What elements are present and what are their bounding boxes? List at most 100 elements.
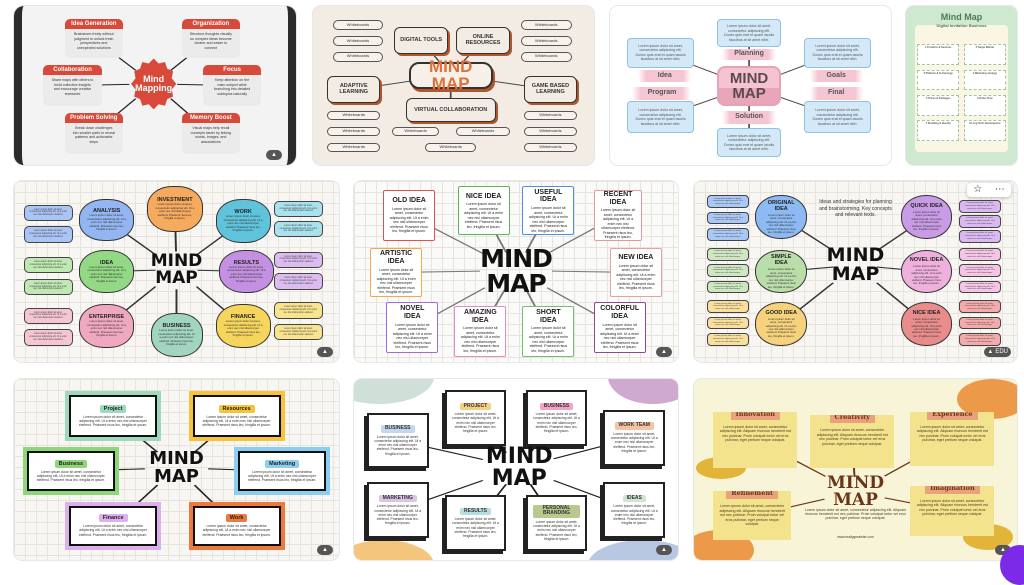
node-body: Lorem ipsum dolor sit amet, consectetur …	[916, 498, 988, 517]
node-body: Lorem ipsum dolor sit amet, consectetur …	[812, 108, 863, 126]
branch-pill: Lorem ipsum dolor sit amet, consectetur …	[274, 273, 323, 290]
node-title: Finance	[230, 314, 256, 321]
mind-map-node: IdeasLorem ipsum dolor sit amet, consect…	[603, 482, 666, 539]
branch-pill: Whiteboards	[327, 126, 381, 137]
branch-pill: Lorem ipsum dolor sit amet, consectetur …	[706, 300, 749, 314]
card-actions: ☆ ⋯	[967, 183, 1011, 197]
node-title: Novel Idea	[909, 257, 944, 263]
edu-label: EDU	[995, 349, 1008, 355]
branch-pill: Final	[809, 87, 863, 100]
branch-pill: Lorem ipsum dolor sit amet, consectetur …	[958, 316, 1001, 330]
node-title: Work	[225, 514, 248, 523]
mind-map-title: MIND MAP	[485, 443, 553, 491]
node-body: Lorem ipsum dolor sit amet, consectetur …	[79, 524, 148, 537]
node-title: Resources	[218, 404, 255, 413]
template-card-mind-map-blobs[interactable]: ☆ ⋯ Lorem ipsum dolor sit amet, consecte…	[694, 181, 1017, 362]
branch-pill: Whiteboards	[391, 126, 440, 137]
node-title: Business	[539, 402, 574, 411]
node-body: Lorem ipsum dolor sit amet, consectetur …	[724, 133, 775, 152]
branch-pill: Lorem ipsum dolor sit amet, consectetur …	[23, 204, 73, 221]
node-title: Personal Branding	[532, 504, 581, 518]
branch-pill: Whiteboards	[523, 110, 578, 121]
branch-pill: Whiteboards	[332, 36, 384, 46]
mind-map-node: New IdeaLorem ipsum dolor sit amet, cons…	[609, 247, 662, 297]
tagline: Ideas and strategies for planning and br…	[819, 199, 892, 219]
mind-map-title: MIND MAP	[826, 244, 885, 286]
branch-pill: Lorem ipsum dolor sit amet, consectetur …	[706, 333, 749, 346]
branch-pill: Lorem ipsum dolor sit amet, consectetur …	[23, 329, 73, 346]
more-icon[interactable]: ⋯	[994, 184, 1005, 195]
node-body: Lorem ipsum dolor sit amet, consectetur …	[911, 209, 942, 232]
node-body: Lorem ipsum dolor sit amet, consectetur …	[533, 519, 580, 541]
node-body: Structure thoughts visually so complex i…	[189, 32, 232, 50]
node-body: Lorem ipsum dolor sit amet, consectetur …	[376, 267, 416, 295]
node-body: Lorem ipsum dolor sit amet, consectetur …	[719, 504, 785, 527]
node-title: Useful Idea	[534, 188, 563, 204]
node-title: Idea	[100, 259, 114, 266]
mind-map-title: MIND MAP	[408, 58, 493, 92]
mind-map-node: Recent IdeaLorem ipsum dolor sit amet, c…	[593, 190, 643, 241]
branch-pill: Lorem ipsum dolor sit amet, consectetur …	[958, 215, 1001, 228]
template-card-mind-map-ideas[interactable]: Old IdeaLorem ipsum dolor sit amet, cons…	[354, 181, 678, 362]
node-title: Recent Idea	[603, 191, 633, 206]
node-title: Ideas	[622, 494, 646, 503]
node-body: Lorem ipsum dolor sit amet, consectetur …	[389, 206, 429, 234]
node-body: Lorem ipsum dolor sit amet, consectetur …	[635, 43, 686, 62]
node-title: 5 Prices & Packages	[926, 97, 951, 101]
node-body: Lorem ipsum dolor sit amet, consectetur …	[812, 43, 863, 62]
branch-pill: Lorem ipsum dolor sit amet, consectetur …	[23, 257, 73, 274]
node-body: Lorem ipsum dolor sit amet, consectetur …	[719, 424, 791, 443]
node-body: Lorem ipsum dolor sit amet, consectetur …	[79, 414, 148, 428]
mind-map-node: Quick IdeaLorem ipsum dolor sit amet, co…	[900, 195, 953, 239]
node-body: Lorem ipsum dolor sit amet, consectetur …	[916, 424, 988, 443]
branch-pill: Lorem ipsum dolor sit amet, consectetur …	[958, 280, 1001, 294]
node-title: New Idea	[618, 254, 654, 262]
graduation-cap-icon: ▲	[656, 545, 672, 555]
mind-map-node: Lorem ipsum dolor sit amet, consectetur …	[803, 37, 872, 68]
node-title: Work	[234, 209, 252, 216]
node-body: Visual maps help recall concepts faster …	[190, 126, 232, 144]
node-body: Lorem ipsum dolor sit amet, consectetur …	[36, 469, 105, 483]
branch-pill: Lorem ipsum dolor sit amet, consectetur …	[958, 264, 1001, 277]
branch-pill: Whiteboards	[520, 36, 572, 46]
mind-map-node: 5 Prices & Packages	[917, 95, 960, 116]
node-body: Lorem ipsum dolor sit amet, consectetur …	[766, 267, 797, 289]
graduation-cap-icon: ▲	[656, 347, 672, 357]
star-icon[interactable]: ☆	[973, 184, 983, 195]
mind-map-node: Novel IdeaLorem ipsum dolor sit amet, co…	[900, 249, 953, 294]
node-title: Focus	[202, 64, 262, 76]
mind-map-node: ResultsLorem ipsum dolor sit amet, conse…	[218, 249, 274, 294]
node-title: Old Idea	[392, 197, 426, 205]
branch-pill: Whiteboards	[520, 52, 572, 62]
mind-map-node: Virtual Collaboration	[405, 98, 496, 123]
branch-pill: Lorem ipsum dolor sit amet, consectetur …	[958, 333, 1001, 346]
mind-map-node: EnterpriseLorem ipsum dolor sit amet, co…	[79, 304, 135, 348]
branch-pill: Lorem ipsum dolor sit amet, consectetur …	[958, 247, 1001, 261]
mind-map-node: IdeaLorem ipsum dolor sit amet, consecte…	[79, 249, 135, 294]
template-card-mind-map-clouds[interactable]: Lorem ipsum dolor sit amet, consectetur …	[14, 181, 339, 362]
node-body: Lorem ipsum dolor sit amet, consectetur …	[464, 202, 504, 229]
node-title: 2 Target Market	[975, 46, 994, 50]
node-title: Finance	[98, 514, 128, 523]
